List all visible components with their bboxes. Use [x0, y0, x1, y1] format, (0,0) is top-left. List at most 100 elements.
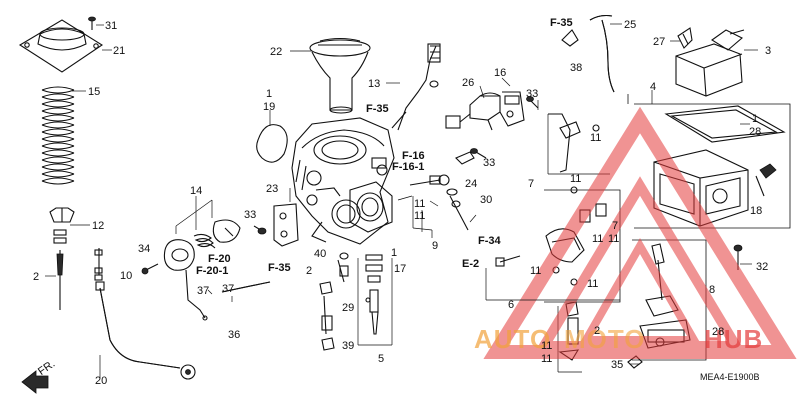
callout-22: 22 — [270, 46, 282, 58]
callout-31: 31 — [105, 20, 117, 32]
watermark-text-auto: AUTO — [474, 324, 551, 354]
callout-3: 3 — [765, 45, 771, 57]
top-cover-screw — [88, 16, 96, 30]
callout-12: 12 — [92, 220, 104, 232]
callout-15: 15 — [88, 86, 100, 98]
pump-cover-screw — [141, 263, 159, 275]
callout-37-b: 37 — [222, 283, 234, 295]
callout-7-b: 7 — [612, 220, 618, 232]
front-label: FR. — [36, 358, 57, 378]
callout-2-right: 2 — [594, 325, 600, 337]
throttle-cable — [95, 281, 196, 380]
callout-2-left: 2 — [33, 271, 39, 283]
throttle-spring — [41, 86, 75, 185]
callout-11-b: 11 — [414, 210, 425, 222]
ref-f35-b: F-35 — [366, 103, 389, 115]
callout-30: 30 — [480, 194, 492, 206]
callout-35: 35 — [611, 359, 623, 371]
callout-27: 27 — [653, 36, 665, 48]
pilot-screw-set — [337, 252, 349, 283]
callout-11-i: 11 — [541, 340, 552, 352]
callout-14: 14 — [190, 185, 202, 197]
callout-34: 34 — [138, 243, 150, 255]
throttle-adjust-screw — [446, 188, 469, 231]
vacuum-hose — [561, 14, 615, 93]
callout-25: 25 — [624, 19, 636, 31]
callout-11-a: 11 — [414, 198, 425, 210]
ref-f35-c: F-35 — [550, 17, 573, 29]
callout-16: 16 — [494, 67, 506, 79]
callout-40: 40 — [314, 248, 326, 260]
callout-11-d: 11 — [570, 173, 581, 185]
callout-33-a: 33 — [244, 209, 256, 221]
ref-f34: F-34 — [478, 235, 502, 247]
callout-29: 29 — [342, 302, 354, 314]
diagram-code: MEA4-E1900B — [700, 372, 760, 382]
watermark-text-moto: MOTO — [564, 324, 646, 354]
group-6-bracket — [485, 100, 620, 301]
carburetor-body — [291, 117, 395, 245]
float-valve-group-box — [544, 189, 621, 303]
pump-link-rod — [185, 269, 208, 321]
float-bowl-screw — [755, 163, 777, 197]
leader-lines-left — [45, 24, 112, 378]
pump-diaphragm — [212, 219, 241, 243]
watermark-text-hub: HUB — [704, 324, 763, 354]
starter-valve-set — [675, 29, 745, 97]
needle-holder — [49, 207, 75, 223]
vacuum-piston-diaphragm — [309, 37, 371, 114]
throttle-stop-screw — [409, 174, 450, 186]
callout-5: 5 — [378, 353, 384, 365]
callout-7-a: 7 — [528, 178, 534, 190]
callout-9: 9 — [432, 240, 438, 252]
callout-13: 13 — [368, 78, 380, 90]
throttle-cable-guide — [94, 248, 103, 281]
carburetor-top-cover — [18, 19, 104, 73]
callout-33-b: 33 — [526, 88, 538, 100]
callout-28-a: 28 — [749, 126, 761, 138]
slow-jet-set — [547, 113, 610, 194]
callout-24: 24 — [465, 178, 477, 190]
callout-17: 17 — [394, 263, 406, 275]
float-chamber-gasket — [664, 105, 786, 143]
leader-lines-right — [207, 23, 758, 365]
callout-20: 20 — [95, 375, 107, 387]
callout-33-c: 33 — [483, 157, 495, 169]
callout-11-g: 11 — [530, 265, 541, 277]
callout-1-c: 1 — [752, 113, 758, 125]
ref-f35-a: F-35 — [268, 262, 291, 274]
callout-11-c: 11 — [590, 132, 601, 144]
ref-e2: E-2 — [462, 258, 479, 270]
callout-37-a: 37 — [197, 285, 209, 297]
main-jet — [319, 281, 335, 351]
watermark-logo — [483, 106, 797, 359]
ref-f16: F-16 — [402, 150, 425, 162]
bracket-screw — [253, 225, 267, 235]
callout-39: 39 — [342, 340, 354, 352]
o-ring — [256, 124, 288, 163]
callout-10: 10 — [120, 270, 132, 282]
drain-tube — [221, 281, 271, 293]
callout-1-a: 1 — [266, 88, 272, 100]
callout-8: 8 — [709, 284, 715, 296]
throttle-position-sensor — [445, 91, 525, 131]
ref-f20: F-20 — [208, 253, 231, 265]
callout-26: 26 — [462, 77, 474, 89]
callout-21: 21 — [113, 45, 125, 57]
callout-11-h: 11 — [587, 278, 598, 290]
front-direction-arrow — [21, 370, 49, 394]
pilot-jet-screw — [495, 255, 521, 267]
callout-1-b: 1 — [391, 247, 397, 259]
needle-clip — [53, 229, 67, 244]
small-clip — [677, 27, 693, 49]
callout-11-e: 11 — [592, 233, 603, 245]
callout-6: 6 — [508, 299, 514, 311]
sensor-screws — [455, 96, 539, 165]
ref-f20-1: F-20-1 — [196, 265, 228, 277]
callout-36: 36 — [228, 329, 240, 341]
needle-jet-set — [365, 254, 383, 335]
ref-f16-1: F-16-1 — [392, 161, 424, 173]
callout-2-mid: 2 — [306, 265, 312, 277]
callout-32: 32 — [756, 261, 768, 273]
